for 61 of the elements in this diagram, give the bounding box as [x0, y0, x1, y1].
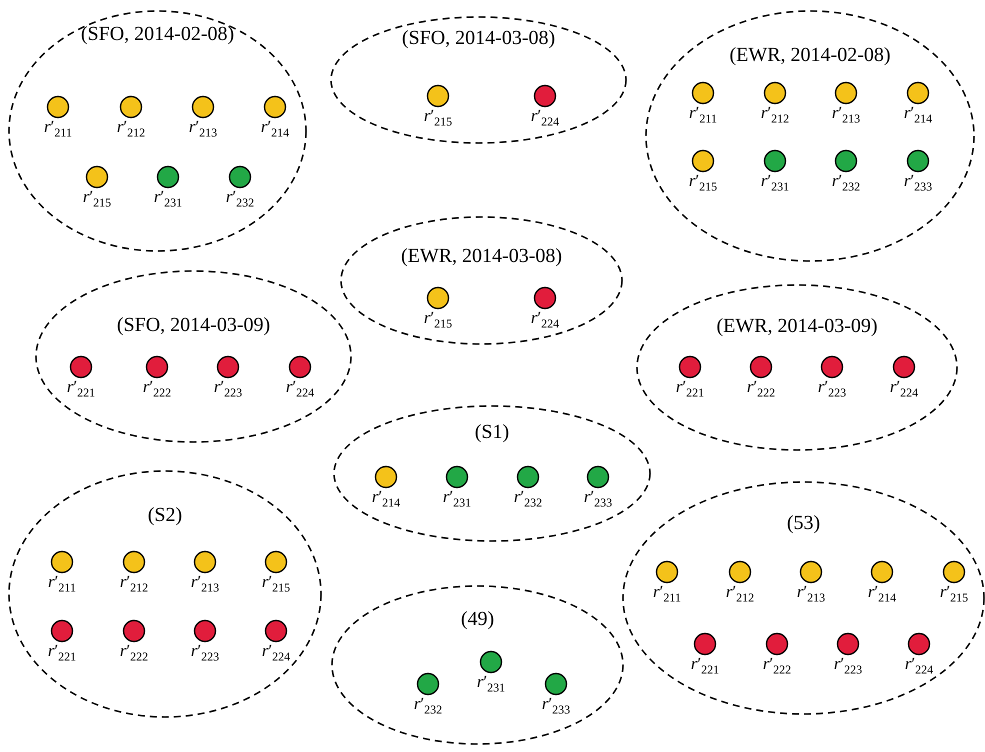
node-label: r′$_{231}$ [442, 487, 472, 512]
node-label: r′$_{222}$ [746, 377, 776, 402]
node-label: r′$_{221}$ [690, 654, 720, 678]
node-label: r′$_{224}$ [890, 377, 918, 402]
node-label: r′$_{215}$ [424, 106, 452, 130]
group-title: (S1) [474, 420, 510, 444]
node-label: r′$_{213}$ [190, 572, 220, 596]
node-label: r′$_{215}$ [424, 308, 452, 332]
node-label: r′$_{214}$ [372, 487, 400, 512]
group-title: (EWR, 2014-03-08) [400, 244, 562, 268]
node-label: r′$_{231}$ [154, 187, 182, 212]
node-label: r′$_{221}$ [676, 377, 704, 402]
group-title: (SFO, 2014-03-08) [402, 26, 556, 50]
node-label: r′$_{233}$ [584, 487, 612, 512]
node-label: r′$_{211}$ [653, 582, 681, 606]
node-label: r′$_{222}$ [142, 377, 172, 402]
node-label: r′$_{224}$ [530, 106, 560, 130]
group-title: (S2) [148, 503, 182, 527]
node-label: r′$_{231}$ [760, 171, 790, 196]
node-label: r′$_{233}$ [904, 171, 932, 196]
node-label: r′$_{232}$ [414, 694, 442, 718]
node-label: r′$_{224}$ [262, 641, 290, 666]
node-label: r′$_{215}$ [82, 187, 112, 212]
node-label: r′$_{215}$ [940, 582, 968, 606]
node-label: r′$_{223}$ [190, 641, 220, 666]
group-title: (53) [786, 511, 820, 535]
group-title: (EWR, 2014-02-08) [729, 43, 891, 67]
node-label: r′$_{213}$ [796, 582, 826, 606]
node-label: r′$_{212}$ [760, 103, 790, 128]
node-label: r′$_{212}$ [116, 117, 146, 142]
node-label: r′$_{211}$ [44, 117, 72, 142]
node-label: r′$_{211}$ [48, 572, 76, 596]
node-label: r′$_{233}$ [542, 694, 570, 718]
group-title: (SFO, 2014-03-09) [116, 313, 270, 337]
node-label: r′$_{214}$ [904, 103, 932, 128]
node-label: r′$_{214}$ [260, 117, 290, 142]
node-label: r′$_{212}$ [726, 582, 754, 606]
node-label: r′$_{215}$ [688, 171, 718, 196]
group-title: (SFO, 2014-02-08) [80, 22, 234, 46]
node-label: r′$_{213}$ [832, 103, 860, 128]
node-label: r′$_{223}$ [214, 377, 242, 402]
group-title: (EWR, 2014-03-09) [716, 314, 878, 338]
node-label: r′$_{224}$ [286, 377, 314, 402]
node-label: r′$_{215}$ [262, 572, 290, 596]
node-label: r′$_{221}$ [66, 377, 96, 402]
node-label: r′$_{232}$ [226, 187, 254, 212]
node-label: r′$_{221}$ [48, 641, 76, 666]
node-label: r′$_{224}$ [904, 654, 934, 678]
node-label: r′$_{211}$ [689, 103, 717, 128]
group-title: (49) [460, 607, 494, 631]
node-label: r′$_{232}$ [514, 487, 542, 512]
node-label: r′$_{222}$ [762, 654, 792, 678]
node-label: r′$_{231}$ [476, 672, 506, 696]
node-label: r′$_{212}$ [120, 572, 148, 596]
node-label: r′$_{224}$ [530, 308, 560, 332]
node-label: r′$_{214}$ [868, 582, 896, 606]
node-label: r′$_{223}$ [834, 654, 862, 678]
node-label: r′$_{232}$ [832, 171, 860, 196]
node-label: r′$_{223}$ [818, 377, 846, 402]
node-label: r′$_{222}$ [120, 641, 148, 666]
node-label: r′$_{213}$ [188, 117, 218, 142]
